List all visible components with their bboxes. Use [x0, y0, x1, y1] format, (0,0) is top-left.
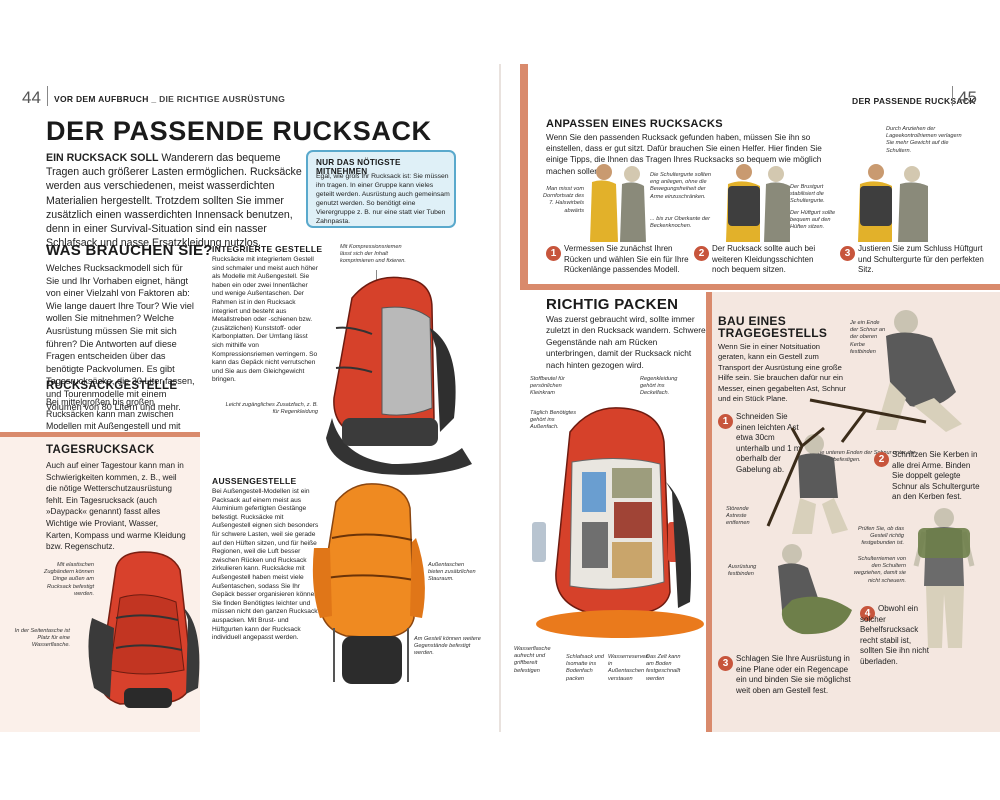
page-spine [499, 64, 501, 732]
packing-backpack-illustration [532, 407, 704, 638]
caption-pack-sleeping: Schlafsack und Isomatte ins Bodenfach pa… [566, 654, 604, 682]
section-text-integrated: Rucksäcke mit integriertem Gestell sind … [212, 256, 318, 384]
caption-frame-top-notch: Je ein Ende der Schnur an der oberen Ker… [850, 320, 886, 355]
caption-frame-tie: Ausrüstung festbinden [728, 564, 757, 578]
right-frame-top [520, 64, 528, 110]
caption-pack-pouch: Stoffbeutel für persönlichen Kleinkram [530, 376, 565, 397]
tip-box-title: NUR DAS NÖTIGSTE MITNEHMEN [316, 158, 401, 176]
caption-fitting-load: Durch Anziehen der Lageekontrollriemen v… [886, 126, 962, 154]
fitting-illustration-3 [858, 164, 928, 242]
frame-illustration-cutting [809, 310, 962, 443]
section-text-external: Bei Außengestell-Modellen ist ein Packsa… [212, 488, 320, 642]
frame-step-1-number: 1 [718, 414, 733, 429]
section-title-what: WAS BRAUCHEN SIE? [46, 242, 213, 259]
caption-frame-twigs: Störende Astreste entfernen [726, 506, 750, 527]
intro-lead: EIN RUCKSACK SOLL [46, 152, 159, 164]
left-page: 44 VOR DEM AUFBRUCH _ DIE RICHTIGE AUSRÜ… [0, 86, 481, 732]
fitting-step-2-text: Der Rucksack sollte auch bei weiteren Kl… [712, 244, 816, 274]
running-head-divider [47, 86, 48, 106]
tip-box-text: Egal, wie groß Ihr Rucksack ist: Sie müs… [316, 173, 450, 225]
caption-pack-water: Wasserreserven in Außentaschen verstauen [608, 654, 649, 682]
section-title-frame-2: TRAGEGESTELLS [718, 326, 828, 340]
section-title-frame-1: BAU EINES [718, 314, 787, 328]
intro-paragraph: EIN RUCKSACK SOLL Wanderern das bequeme … [46, 151, 304, 250]
daypack-illustration [88, 551, 200, 708]
section-title-integrated: INTEGRIERTE GESTELLE [212, 244, 323, 254]
running-head-subsection: DIE RICHTIGE AUSRÜSTUNG [159, 94, 286, 104]
caption-pack-daily: Täglich Benötigtes gehört ins Außenfach. [530, 410, 577, 431]
caption-daypack-straps: Mit elastischen Zugbändern können Dinge … [43, 562, 94, 597]
fitting-step-1-text: Vermessen Sie zunächst Ihren Rücken und … [564, 244, 689, 274]
section-title-frames: RUCKSACKGESTELLE [46, 380, 178, 392]
page-title: DER PASSENDE RUCKSACK [46, 116, 432, 146]
section-title-packing: RICHTIG PACKEN [546, 296, 679, 313]
fitting-separator [520, 284, 1000, 290]
caption-pack-rain: Regenkleidung gehört ins Deckelfach. [640, 376, 678, 397]
running-head-divider-right [952, 86, 953, 106]
caption-pack-bottle: Wasserflasche aufrecht und griffbereit b… [514, 646, 551, 674]
frame-panel-border [706, 292, 712, 732]
section-text-daypack: Auch auf einer Tagestour kann man in Sch… [46, 461, 186, 552]
running-head-right: DER PASSENDE RUCKSACK [852, 96, 976, 106]
section-title-fitting: ANPASSEN EINES RUCKSACKS [546, 118, 723, 130]
running-head-separator: _ [151, 94, 160, 104]
frame-illustration-carrying [913, 508, 975, 648]
caption-fitting-hip: ... bis zur Oberkante der Beckenknochen. [650, 216, 711, 230]
intro-text: Wanderern das bequeme Tragen auch größer… [46, 152, 302, 250]
caption-frame-check: Prüfen Sie, ob das Gestell richtig festg… [857, 526, 904, 547]
page-number-left: 44 [22, 88, 41, 107]
caption-fitting-shoulder: Die Schultergurte sollten eng anliegen, … [650, 172, 711, 200]
frame-illustration-wrapping [778, 544, 852, 635]
frame-step-3-text: Schlagen Sie Ihre Ausrüstung in eine Pla… [736, 654, 851, 695]
section-title-daypack: TAGESRUCKSACK [46, 444, 155, 456]
caption-frame-lower-ends: Beide unteren Enden der Schnur unter der… [810, 450, 916, 464]
running-head-left: VOR DEM AUFBRUCH _ DIE RICHTIGE AUSRÜSTU… [54, 94, 285, 104]
page-number-right: 45 [958, 88, 977, 107]
frame-step-3-number: 3 [718, 656, 733, 671]
frame-step-4-number: 4 [860, 606, 875, 621]
fitting-illustration-2 [726, 164, 790, 242]
section-text-what: Welches Rucksackmodell sich für Sie und … [46, 263, 195, 412]
section-title-external: AUSSENGESTELLE [212, 476, 297, 486]
caption-external-frame: Am Gestell können weitere Gegenstände be… [414, 636, 481, 657]
caption-external-pockets: Außentaschen bieten zusätzlichen Staurau… [428, 562, 476, 583]
section-text-fitting: Wenn Sie den passenden Rucksack gefunden… [546, 133, 822, 176]
fitting-step-1-number: 1 [546, 246, 561, 261]
caption-daypack-pocket: In der Seitentasche ist Platz für eine W… [14, 628, 70, 649]
fitting-step-2-number: 2 [694, 246, 709, 261]
fitting-illustration-1 [590, 164, 646, 242]
caption-fitting-chest: Der Brustgurt stabilisiert die Schulterg… [790, 184, 825, 205]
fitting-step-3-text: Justieren Sie zum Schluss Hüftgurt und S… [858, 244, 984, 274]
caption-pack-tent: Das Zelt kann am Boden festgeschnallt we… [646, 654, 681, 682]
daypack-panel-divider [0, 432, 200, 437]
frame-step-4-text: Obwohl ein solcher Behelfsrucksack recht… [860, 604, 929, 666]
caption-fitting-hipbelt: Der Hüftgurt sollte bequem auf den Hüfte… [790, 210, 836, 231]
caption-integrated-compression: Mit Kompressionsriemen lässt sich der In… [340, 244, 406, 265]
frame-illustration-notches [766, 426, 848, 534]
right-page: DER PASSENDE RUCKSACK 45 ANPASSEN EINES … [500, 0, 1000, 800]
external-backpack-illustration [312, 483, 425, 684]
integrated-backpack-illustration [326, 276, 472, 475]
frame-step-2-text: Schnitzen Sie Kerben in alle drei Arme. … [892, 450, 980, 501]
caption-frame-shoulder: Schulterriemen von den Schultern wegzieh… [853, 556, 906, 584]
caption-integrated-pocket: Leicht zugängliches Zusatzfach, z. B. fü… [225, 402, 318, 416]
running-head-section: VOR DEM AUFBRUCH [54, 94, 149, 104]
section-text-packing: Was zuerst gebraucht wird, sollte immer … [546, 314, 706, 370]
caption-fitting-measure: Man misst vom Dornfortsatz des 7. Halswi… [542, 186, 584, 214]
section-text-frame: Wenn Sie in einer Notsituation geraten, … [718, 342, 846, 404]
tip-box: NUR DAS NÖTIGSTE MITNEHMEN Egal, wie gro… [306, 150, 456, 228]
fitting-step-3-number: 3 [840, 246, 855, 261]
frame-step-1-text: Schneiden Sie einen leichten Ast etwa 30… [736, 412, 801, 474]
frame-step-2-number: 2 [874, 452, 889, 467]
